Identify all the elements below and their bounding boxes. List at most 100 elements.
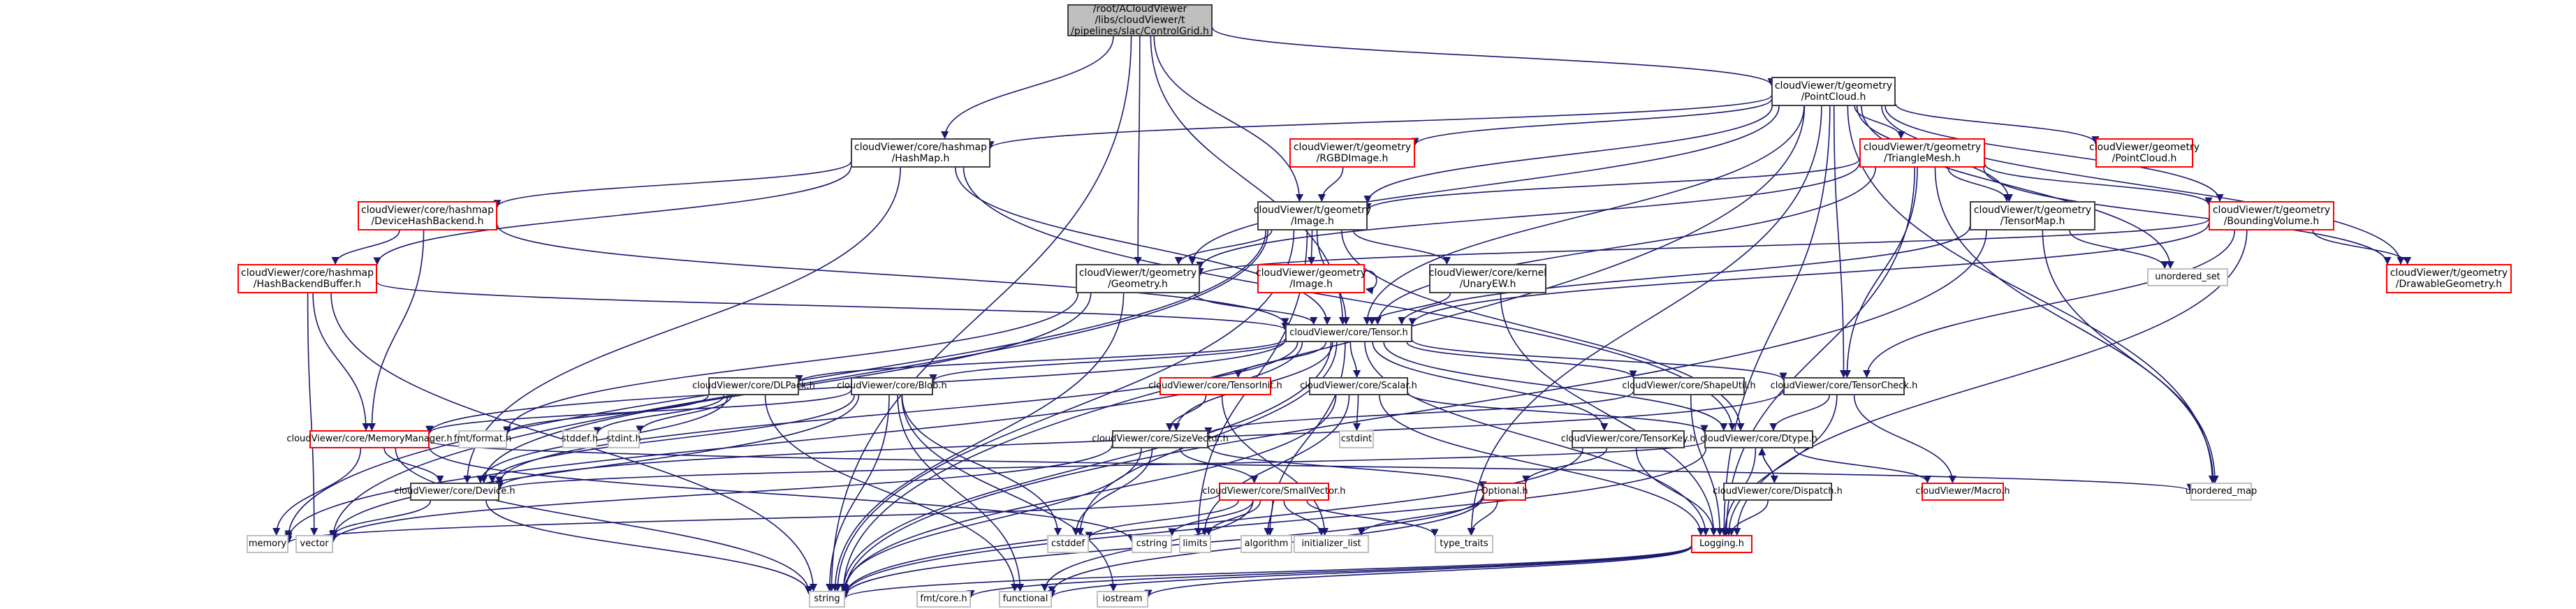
edge-tensorcheck-to-logging bbox=[1725, 395, 1838, 536]
graph-node-unordered-set[interactable]: unordered_set bbox=[2147, 268, 2228, 286]
graph-node-image-t[interactable]: cloudViewer/t/geometry/Image.h bbox=[1254, 201, 1371, 230]
node-label: cloudViewer/core/SizeVector.h bbox=[1092, 434, 1229, 445]
graph-node-sizevector[interactable]: cloudViewer/core/SizeVector.h bbox=[1092, 430, 1229, 448]
node-label-line: /Image.h bbox=[1289, 279, 1333, 290]
node-label-line: cloudViewer/core/TensorKey.h bbox=[1560, 434, 1696, 444]
graph-node-memorymanager[interactable]: cloudViewer/core/MemoryManager.h bbox=[286, 430, 453, 448]
graph-node-stdint[interactable]: stdint.h bbox=[606, 430, 641, 448]
graph-node-fmt-format[interactable]: fmt/format.h bbox=[454, 430, 511, 448]
node-label: memory bbox=[249, 538, 286, 550]
edge-blob-to-functional bbox=[897, 395, 1025, 592]
node-label-line: cloudViewer/Macro.h bbox=[1915, 486, 2010, 497]
edge-blob-to-string bbox=[826, 395, 890, 592]
node-label: cloudViewer/core/Dispatch.h bbox=[1713, 486, 1843, 497]
edge-trianglemesh-to-logging bbox=[1722, 167, 1915, 536]
node-label: cloudViewer/core/hashmap/HashBackendBuff… bbox=[241, 267, 374, 290]
graph-node-tensorkey[interactable]: cloudViewer/core/TensorKey.h bbox=[1561, 430, 1695, 448]
edge-devicehash-to-memorymanager bbox=[367, 230, 425, 432]
graph-node-shapeutil[interactable]: cloudViewer/core/ShapeUtil.h bbox=[1622, 377, 1756, 395]
edge-tensormap-to-tensor bbox=[1398, 226, 1970, 325]
node-label: cloudViewer/core/Blob.h bbox=[837, 381, 946, 392]
graph-node-hashbuffer[interactable]: cloudViewer/core/hashmap/HashBackendBuff… bbox=[237, 264, 377, 293]
graph-node-hashmap[interactable]: cloudViewer/core/hashmap/HashMap.h bbox=[851, 138, 990, 168]
edge-trianglemesh-to-unordered_map bbox=[1934, 167, 2218, 484]
node-label-line: /TensorMap.h bbox=[2000, 216, 2065, 227]
graph-node-stddef[interactable]: stddef.h bbox=[562, 430, 598, 448]
graph-node-optional[interactable]: Optional.h bbox=[1481, 483, 1528, 501]
graph-node-image-g[interactable]: cloudViewer/geometry/Image.h bbox=[1256, 264, 1366, 293]
graph-node-iostream[interactable]: iostream bbox=[1097, 591, 1148, 608]
graph-node-cstddef[interactable]: cstddef bbox=[1047, 535, 1089, 553]
graph-node-logging[interactable]: Logging.h bbox=[1691, 535, 1752, 553]
graph-node-boundingvolume[interactable]: cloudViewer/t/geometry/BoundingVolume.h bbox=[2209, 201, 2334, 230]
graph-node-rgbdimage[interactable]: cloudViewer/t/geometry/RGBDImage.h bbox=[1289, 138, 1415, 168]
graph-node-algorithm[interactable]: algorithm bbox=[1241, 535, 1292, 553]
graph-node-tensor[interactable]: cloudViewer/core/Tensor.h bbox=[1285, 324, 1412, 342]
graph-node-initializer-list[interactable]: initializer_list bbox=[1294, 535, 1369, 553]
graph-node-macro[interactable]: cloudViewer/Macro.h bbox=[1915, 483, 2010, 501]
graph-node-tensormap[interactable]: cloudViewer/t/geometry/TensorMap.h bbox=[1970, 201, 2095, 230]
graph-node-smallvector[interactable]: cloudViewer/core/SmallVector.h bbox=[1202, 483, 1346, 501]
node-label-line: cloudViewer/core/kernel bbox=[1428, 267, 1547, 279]
node-label-line: initializer_list bbox=[1301, 538, 1361, 549]
graph-node-devicehash[interactable]: cloudViewer/core/hashmap/DeviceHashBacke… bbox=[358, 201, 497, 230]
edge-scalar-to-dtype bbox=[1407, 392, 1708, 433]
graph-node-dlpack[interactable]: cloudViewer/core/DLPack.h bbox=[692, 377, 815, 395]
node-label: limits bbox=[1183, 538, 1207, 550]
graph-node-tensorcheck[interactable]: cloudViewer/core/TensorCheck.h bbox=[1771, 377, 1917, 395]
graph-node-root[interactable]: /root/ACloudViewer/libs/cloudViewer/t/pi… bbox=[1067, 3, 1213, 37]
graph-node-string[interactable]: string bbox=[809, 591, 845, 608]
node-label-line: limits bbox=[1183, 538, 1208, 549]
edge-tensor-to-scalar bbox=[1349, 342, 1361, 379]
node-label-line: /libs/cloudViewer/t bbox=[1095, 15, 1185, 26]
node-label-line: cloudViewer/core/Device.h bbox=[394, 486, 515, 497]
edge-boundingvolume-to-tensorcheck bbox=[1863, 230, 2236, 379]
edge-sizevector-to-string bbox=[840, 448, 1142, 592]
graph-node-dispatch[interactable]: cloudViewer/core/Dispatch.h bbox=[1713, 483, 1843, 501]
node-label: cloudViewer/core/TensorKey.h bbox=[1561, 434, 1695, 445]
edge-trianglemesh-to-tensor bbox=[1373, 167, 1876, 325]
graph-node-geometry-t[interactable]: cloudViewer/t/geometry/Geometry.h bbox=[1076, 264, 1200, 293]
node-label-line: cloudViewer/core/hashmap bbox=[241, 267, 374, 279]
graph-node-cstdint[interactable]: cstdint bbox=[1339, 430, 1374, 448]
graph-node-vector[interactable]: vector bbox=[295, 535, 333, 553]
graph-node-fmt-core[interactable]: fmt/core.h bbox=[916, 591, 971, 608]
edge-blob-to-memorymanager bbox=[425, 390, 851, 434]
node-label: cloudViewer/geometry/Image.h bbox=[1256, 267, 1366, 290]
edge-image_t-to-string bbox=[833, 230, 1295, 592]
node-label: initializer_list bbox=[1301, 538, 1361, 550]
graph-node-type-traits[interactable]: type_traits bbox=[1435, 535, 1493, 553]
graph-node-trianglemesh[interactable]: cloudViewer/t/geometry/TriangleMesh.h bbox=[1859, 138, 1985, 168]
node-label-line: cloudViewer/core/TensorCheck.h bbox=[1770, 381, 1918, 391]
edge-tensorcheck-to-macro bbox=[1853, 395, 1956, 484]
graph-node-tensorinit[interactable]: cloudViewer/core/TensorInit.h bbox=[1148, 377, 1282, 395]
edge-hashmap-to-tensor bbox=[955, 167, 1331, 325]
graph-node-unordered-map[interactable]: unordered_map bbox=[2186, 483, 2257, 501]
graph-node-dtype[interactable]: cloudViewer/core/Dtype.h bbox=[1700, 430, 1817, 448]
edge-optional-to-initializer_list bbox=[1357, 498, 1484, 536]
edge-shapeutil-to-logging bbox=[1690, 395, 1724, 536]
graph-node-device[interactable]: cloudViewer/core/Device.h bbox=[394, 483, 515, 501]
edge-pointcloud_t-to-trianglemesh bbox=[1854, 105, 1905, 140]
graph-node-unaryew[interactable]: cloudViewer/core/kernel/UnaryEW.h bbox=[1429, 264, 1546, 293]
node-label: vector bbox=[300, 538, 328, 550]
node-label: type_traits bbox=[1440, 538, 1488, 550]
graph-node-memory[interactable]: memory bbox=[247, 535, 288, 553]
graph-node-pointcloud-t[interactable]: cloudViewer/t/geometry/PointCloud.h bbox=[1771, 77, 1896, 106]
node-label-line: Optional.h bbox=[1481, 486, 1528, 497]
node-label: cloudViewer/core/hashmap/DeviceHashBacke… bbox=[361, 205, 494, 227]
edge-pointcloud_t-to-geometry_t bbox=[1188, 105, 1780, 265]
graph-node-pointcloud-g[interactable]: cloudViewer/geometry/PointCloud.h bbox=[2089, 138, 2200, 168]
graph-node-scalar[interactable]: cloudViewer/core/Scalar.h bbox=[1300, 377, 1417, 395]
node-label-line: cstddef bbox=[1051, 538, 1085, 549]
edge-unaryew-to-tensor bbox=[1368, 293, 1451, 325]
graph-node-drawable[interactable]: cloudViewer/t/geometry/DrawableGeometry.… bbox=[2386, 264, 2512, 293]
edge-sizevector-to-cstddef bbox=[1071, 448, 1153, 536]
node-label: cloudViewer/core/ShapeUtil.h bbox=[1622, 381, 1755, 392]
graph-node-blob[interactable]: cloudViewer/core/Blob.h bbox=[837, 377, 947, 395]
graph-node-cstring[interactable]: cstring bbox=[1132, 535, 1172, 553]
graph-node-limits[interactable]: limits bbox=[1179, 535, 1211, 553]
node-label: Logging.h bbox=[1699, 538, 1744, 550]
edge-geometry_t-to-tensor bbox=[1194, 293, 1318, 325]
graph-node-functional[interactable]: functional bbox=[999, 591, 1052, 608]
